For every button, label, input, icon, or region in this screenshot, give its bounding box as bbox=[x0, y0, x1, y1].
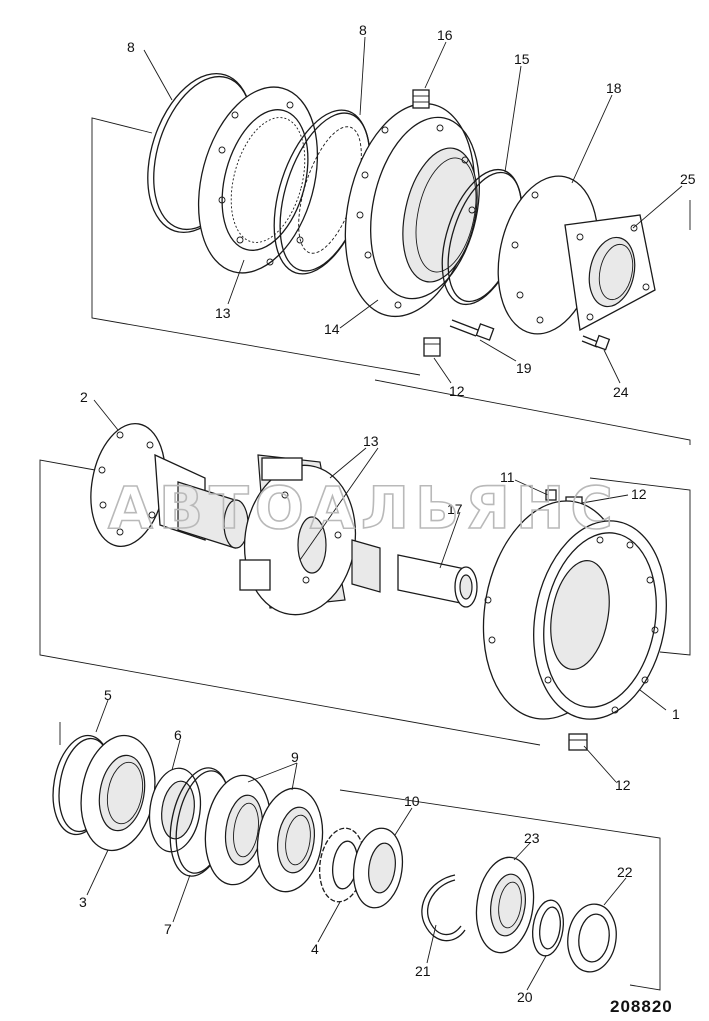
callout-6: 6 bbox=[174, 727, 182, 743]
callout-13-top: 13 bbox=[215, 305, 231, 321]
ring-gear-plate-13 bbox=[197, 86, 319, 274]
callout-16: 16 bbox=[437, 27, 453, 43]
fitting-11 bbox=[545, 489, 557, 501]
bearing-9-right bbox=[256, 787, 324, 893]
callout-14: 14 bbox=[324, 321, 340, 337]
callout-12-top: 12 bbox=[449, 383, 465, 399]
callout-8-left: 8 bbox=[127, 39, 135, 55]
callout-24: 24 bbox=[613, 384, 629, 400]
callout-7: 7 bbox=[164, 921, 172, 937]
callout-numbers: 8 8 16 15 18 25 13 14 19 12 24 2 13 11 1… bbox=[79, 22, 696, 1005]
callout-5: 5 bbox=[104, 687, 112, 703]
plug-16 bbox=[412, 89, 430, 109]
callout-21: 21 bbox=[415, 963, 431, 979]
callout-1: 1 bbox=[672, 706, 680, 722]
callout-13-mid: 13 bbox=[363, 433, 379, 449]
drawing-code: 208820 bbox=[610, 997, 673, 1016]
callout-22: 22 bbox=[617, 864, 633, 880]
circlip-21 bbox=[421, 874, 466, 942]
washer-22 bbox=[567, 903, 617, 973]
callout-12-mid-bottom: 12 bbox=[615, 777, 631, 793]
callout-3: 3 bbox=[79, 894, 87, 910]
callout-23: 23 bbox=[524, 830, 540, 846]
sun-shaft-17 bbox=[351, 539, 478, 608]
group-frame-bottom bbox=[59, 722, 661, 991]
planet-carrier-13 bbox=[239, 454, 357, 616]
callout-10: 10 bbox=[404, 793, 420, 809]
axle-housing-1 bbox=[482, 500, 667, 720]
callout-2: 2 bbox=[80, 389, 88, 405]
callout-19: 19 bbox=[516, 360, 532, 376]
plug-12-mid-bottom bbox=[568, 733, 588, 751]
seal-3 bbox=[80, 734, 156, 852]
circlip-20 bbox=[531, 899, 565, 957]
screw-24 bbox=[581, 334, 611, 351]
bolt-19 bbox=[449, 319, 495, 341]
nut-10 bbox=[352, 827, 404, 909]
callout-17: 17 bbox=[447, 501, 463, 517]
callout-4: 4 bbox=[311, 941, 319, 957]
callout-18: 18 bbox=[606, 80, 622, 96]
bearing-9-left bbox=[204, 774, 272, 886]
callout-12-mid-top: 12 bbox=[631, 486, 647, 502]
callout-9: 9 bbox=[291, 749, 299, 765]
seal-6 bbox=[148, 767, 202, 853]
callout-11: 11 bbox=[500, 469, 515, 485]
group-frame-top bbox=[91, 117, 691, 445]
watermark-text: АВТОАЛЬЯНС bbox=[108, 474, 619, 542]
callout-25: 25 bbox=[680, 171, 696, 187]
callout-8-right: 8 bbox=[359, 22, 367, 38]
flange-25 bbox=[564, 214, 656, 332]
group-frame-middle bbox=[39, 459, 691, 746]
output-flange-shaft-2 bbox=[90, 422, 249, 549]
bearing-23 bbox=[475, 856, 535, 954]
plug-12-top bbox=[423, 337, 441, 357]
leader-lines bbox=[86, 36, 683, 991]
callout-20: 20 bbox=[517, 989, 533, 1005]
callout-15: 15 bbox=[514, 51, 530, 67]
housing-14 bbox=[344, 102, 480, 318]
